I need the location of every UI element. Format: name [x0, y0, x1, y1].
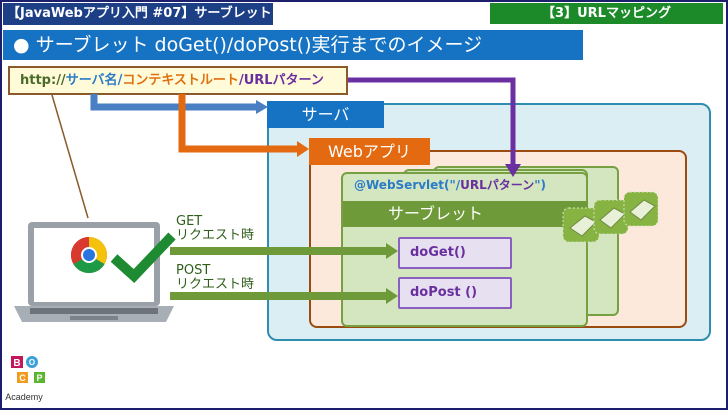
server-name-arrow [90, 94, 268, 114]
logo-letter-o: O [29, 358, 35, 367]
webservlet-annotation: @WebServlet("/URLパターン") [354, 176, 546, 193]
logo-letter-p: P [36, 373, 42, 383]
logo-text: Academy [5, 392, 43, 402]
chrome-icon [70, 237, 108, 274]
get-request-label: GET リクエスト時 [176, 215, 254, 243]
context-root-arrow [178, 94, 309, 157]
doget-method: doGet() [398, 237, 512, 269]
url-pattern-arrow [348, 77, 521, 177]
get-method-text: GET [176, 214, 203, 229]
book-icon [562, 207, 600, 243]
section-label: 【3】URLマッピング [490, 3, 723, 24]
checkmark-icon [110, 232, 176, 283]
get-request-text: リクエスト時 [176, 228, 255, 243]
book-icon [623, 191, 659, 227]
annotation-prefix: @WebServlet("/ [354, 178, 461, 192]
post-method-text: POST [176, 263, 211, 278]
server-label: サーバ [267, 101, 384, 128]
annotation-pattern: URLパターン [460, 178, 535, 192]
get-request-arrow [170, 243, 398, 259]
slide-heading: ● サーブレット doGet()/doPost()実行までのイメージ [3, 30, 583, 60]
url-context-root: コンテキストルート [122, 73, 239, 88]
book-icon [593, 199, 629, 235]
post-request-arrow [170, 288, 398, 304]
bcop-logo: B C O P Academy [5, 356, 45, 402]
logo-letter-b: B [13, 358, 20, 369]
webapp-label: Webアプリ [309, 138, 430, 165]
logo-letter-c: C [19, 373, 26, 383]
post-request-text: リクエスト時 [176, 277, 255, 292]
url-box: http://サーバ名/コンテキストルート/URLパターン [8, 66, 348, 95]
servlet-label: サーブレット [343, 201, 588, 227]
dopost-method: doPost () [398, 277, 512, 309]
url-connector-line [51, 94, 89, 219]
annotation-suffix: ") [534, 178, 546, 192]
post-request-label: POST リクエスト時 [176, 264, 254, 292]
url-separator: / [117, 73, 123, 88]
url-scheme: http:// [20, 73, 66, 88]
url-separator: / [238, 73, 244, 88]
url-pattern: URLパターン [243, 73, 324, 88]
lesson-title: 【JavaWebアプリ入門 #07】サーブレット [3, 3, 273, 25]
url-server-name: サーバ名 [65, 73, 118, 88]
